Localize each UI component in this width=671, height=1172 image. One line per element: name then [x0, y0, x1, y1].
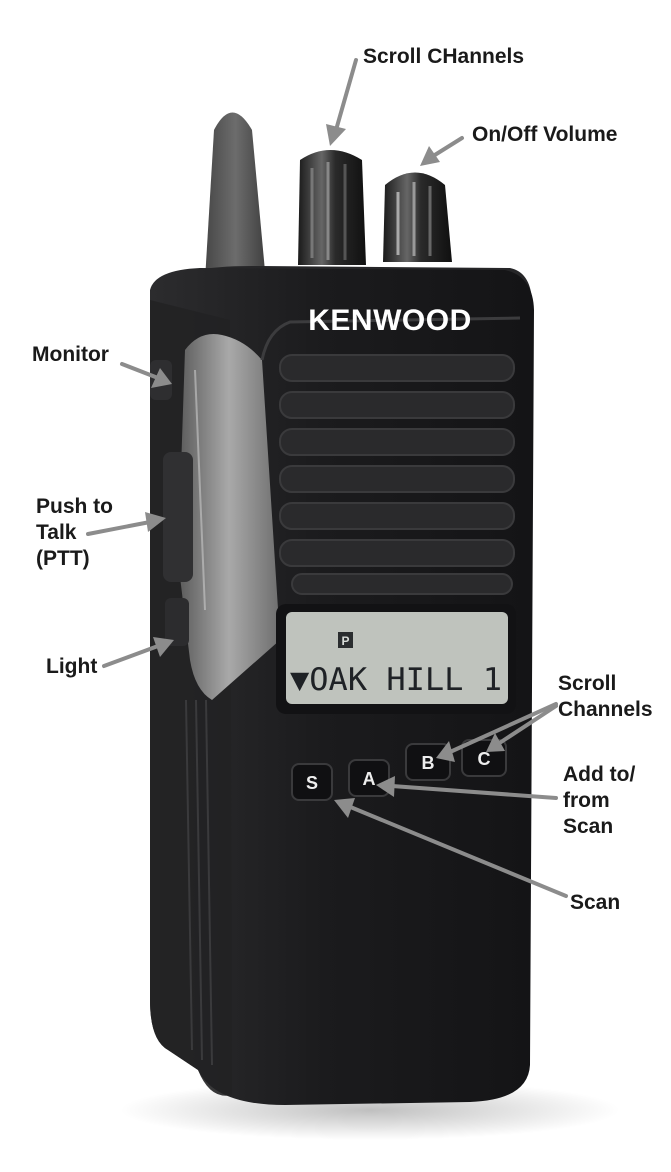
label-push-to-talk-line-2: Talk [36, 521, 77, 544]
add-scan-arrow [376, 776, 558, 800]
key-a-label: A [363, 769, 376, 789]
key-s[interactable] [291, 763, 333, 801]
key-c-label: C [478, 749, 491, 769]
label-push-to-talk: Push to Talk (PTT) [36, 494, 113, 572]
channel-knob[interactable] [298, 150, 366, 265]
lcd-indicator-box [338, 632, 353, 648]
label-add-to-from-scan-line-1: Add to/ [563, 763, 636, 786]
lcd-channel-text: ▼OAK HILL 1 [290, 662, 502, 698]
ptt-arrow [86, 512, 166, 536]
speaker-grille [279, 354, 515, 595]
key-b[interactable] [405, 743, 451, 781]
label-scroll-channels-keys: Scroll Channels [558, 671, 653, 723]
side-ribs [185, 699, 213, 1066]
side-grip [178, 334, 280, 700]
label-add-to-from-scan-line-3: Scan [563, 815, 614, 838]
volume-arrow [420, 136, 464, 166]
scroll-channels-keys-arrows [436, 702, 558, 762]
label-scroll-channels-keys-line-1: Scroll [558, 672, 617, 695]
label-push-to-talk-line-3: (PTT) [36, 547, 90, 570]
label-monitor: Monitor [32, 343, 109, 366]
light-arrow [102, 637, 174, 668]
ptt-button[interactable] [163, 452, 193, 582]
lcd-display: P ▼OAK HILL 1 [276, 604, 516, 714]
scan-arrow [334, 798, 568, 898]
label-scroll-channels-top: Scroll CHannels [363, 45, 525, 68]
label-scan: Scan [570, 891, 621, 914]
key-s-label: S [306, 773, 318, 793]
label-light: Light [46, 655, 98, 678]
light-button[interactable] [165, 598, 189, 646]
monitor-arrow [120, 362, 172, 388]
label-scroll-channels-keys-line-2: Channels [558, 698, 653, 721]
key-b-label: B [422, 753, 435, 773]
label-push-to-talk-line-1: Push to [36, 495, 113, 518]
antenna [205, 112, 266, 282]
label-on-off-volume: On/Off Volume [472, 123, 618, 146]
lcd-indicator: P [341, 634, 349, 648]
label-add-to-from-scan-line-2: from [563, 789, 610, 812]
brand-logo: KENWOOD [308, 304, 472, 337]
scroll-channels-top-arrow [326, 58, 358, 146]
label-add-to-from-scan: Add to/ from Scan [563, 762, 635, 840]
volume-knob[interactable] [383, 172, 452, 263]
